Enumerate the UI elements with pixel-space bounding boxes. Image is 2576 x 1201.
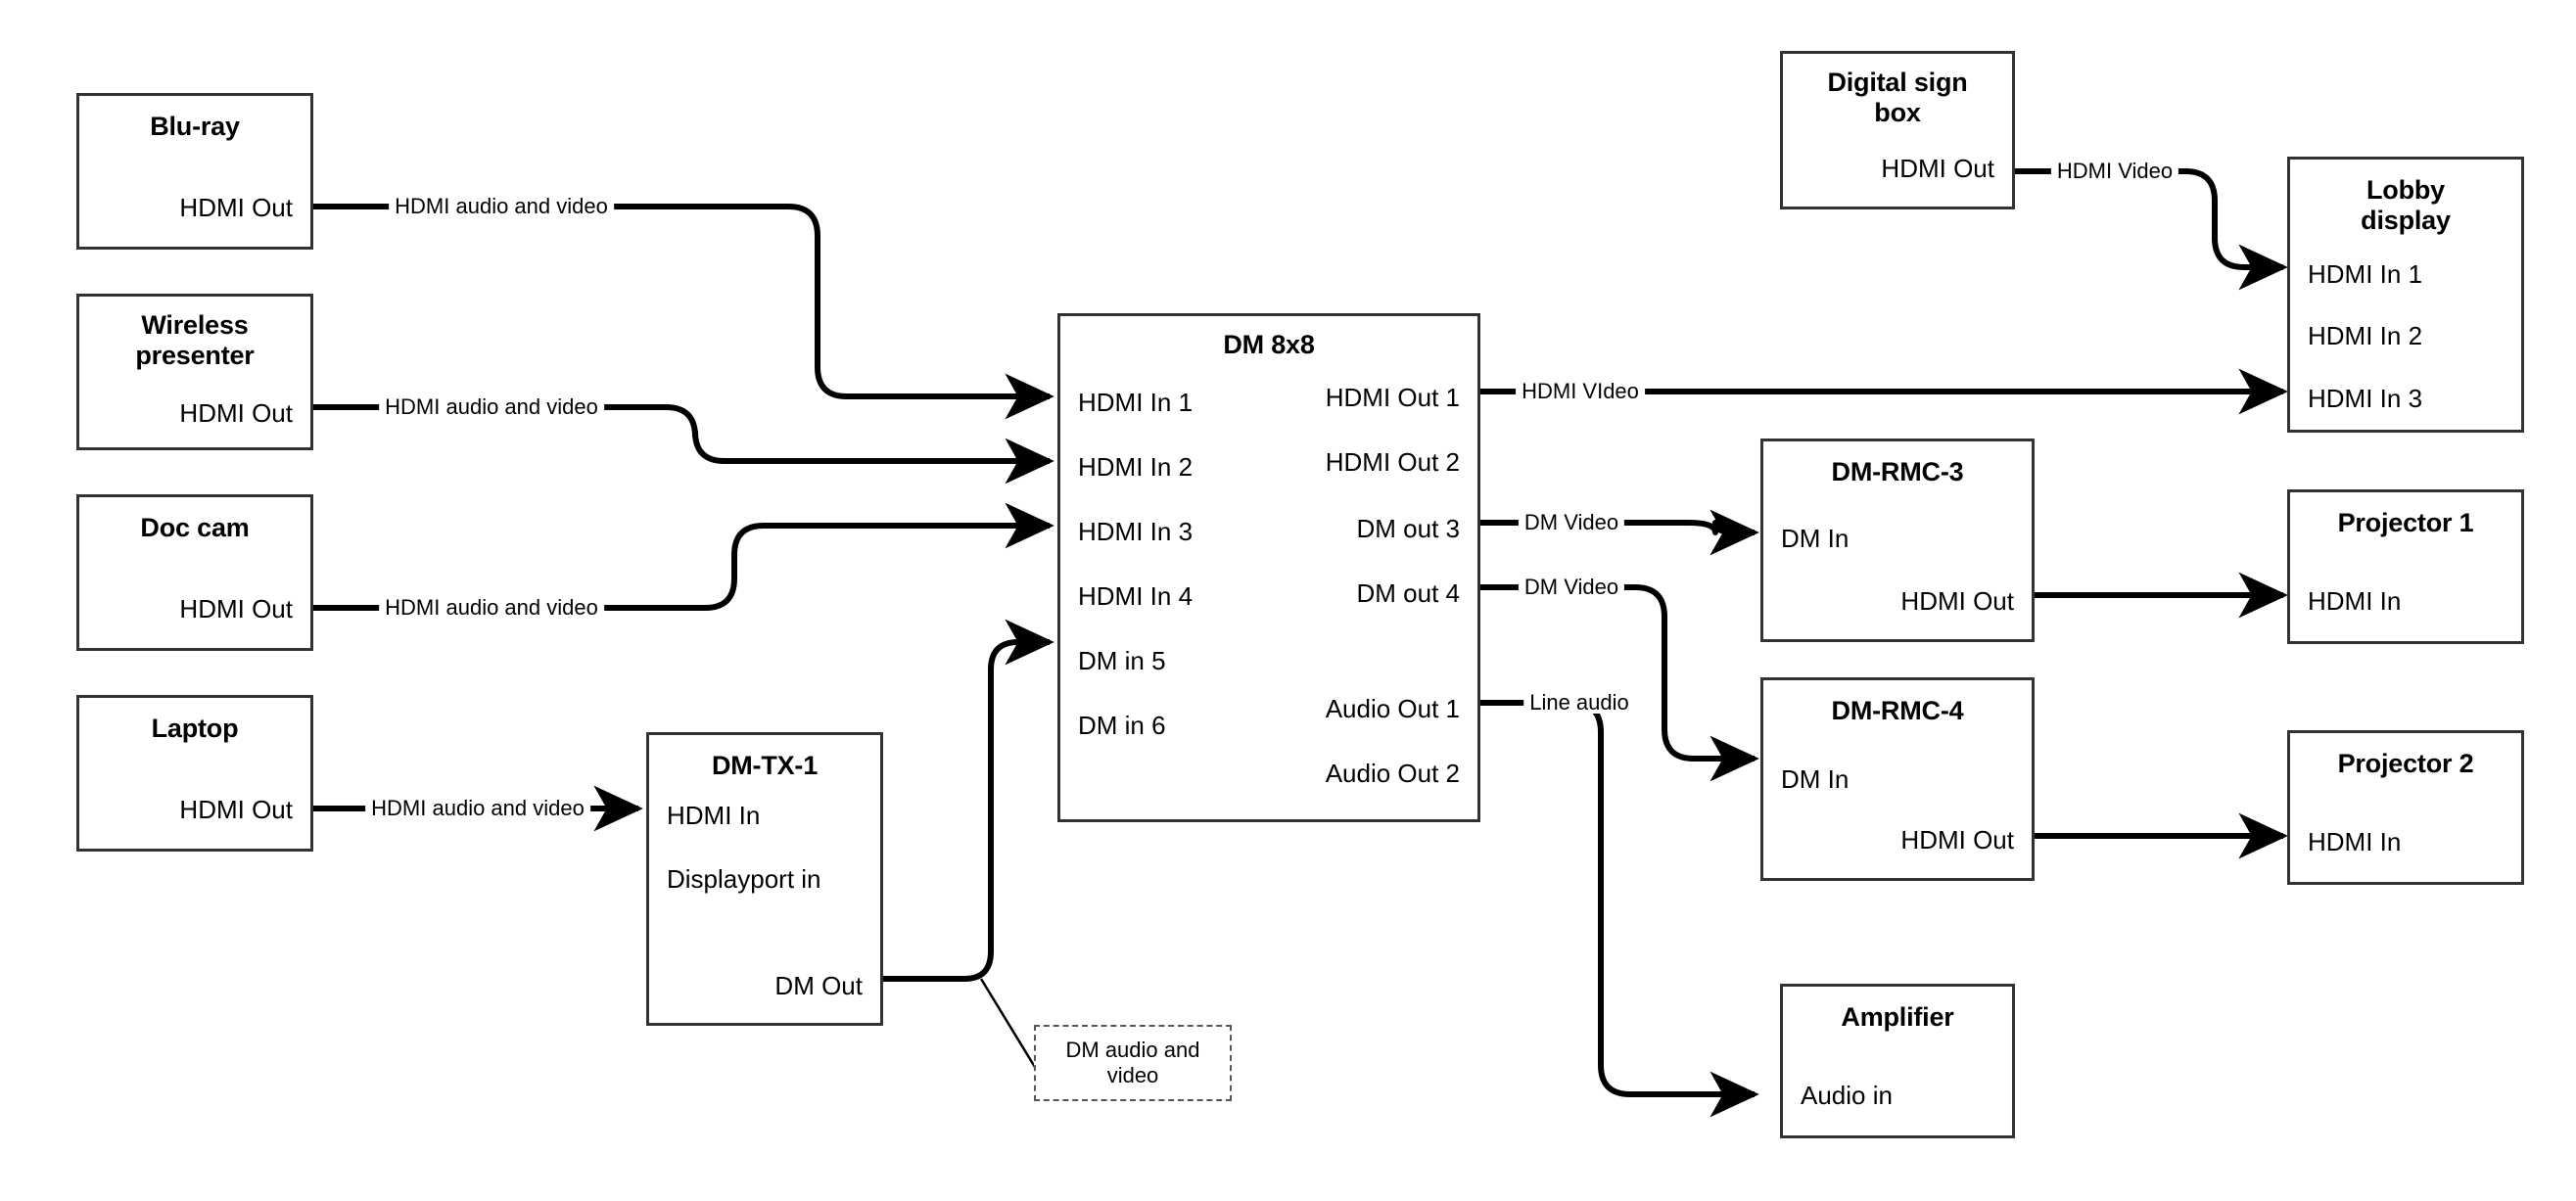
node-dm-rmc-4-title: DM-RMC-4 (1831, 696, 1964, 725)
port-dm8x8-hdmi-out-2[interactable]: HDMI Out 2 (1325, 447, 1460, 477)
port-dm8x8-audio-out-1[interactable]: Audio Out 1 (1325, 694, 1460, 723)
node-amplifier-title: Amplifier (1841, 1002, 1954, 1032)
port-doccam-hdmi-out[interactable]: HDMI Out (179, 594, 293, 624)
node-lobby-display[interactable]: Lobby display HDMI In 1 HDMI In 2 HDMI I… (2287, 157, 2524, 433)
edge-label-laptop: HDMI audio and video (365, 798, 590, 819)
edge-label-doccam: HDMI audio and video (379, 597, 604, 619)
port-projector2-hdmi-in[interactable]: HDMI In (2308, 827, 2402, 856)
node-laptop[interactable]: Laptop HDMI Out (76, 695, 313, 852)
port-projector1-hdmi-in[interactable]: HDMI In (2308, 586, 2402, 616)
port-digitalsign-hdmi-out[interactable]: HDMI Out (1881, 154, 1994, 183)
node-wireless-presenter[interactable]: Wireless presenter HDMI Out (76, 294, 313, 450)
node-projector-1[interactable]: Projector 1 HDMI In (2287, 489, 2524, 644)
node-dm-rmc-4[interactable]: DM-RMC-4 DM In HDMI Out (1760, 677, 2035, 881)
node-projector-2[interactable]: Projector 2 HDMI In (2287, 730, 2524, 885)
port-dm8x8-hdmi-out-1[interactable]: HDMI Out 1 (1325, 383, 1460, 412)
node-amplifier[interactable]: Amplifier Audio in (1780, 984, 2015, 1138)
port-bluray-hdmi-out[interactable]: HDMI Out (179, 193, 293, 222)
port-dm8x8-hdmi-in-4[interactable]: HDMI In 4 (1078, 581, 1194, 611)
port-dm8x8-dm-out-3[interactable]: DM out 3 (1356, 514, 1461, 543)
node-dm-rmc-3-title: DM-RMC-3 (1831, 457, 1964, 486)
wire-dm8x8-audio-to-amplifier (1480, 700, 1759, 1118)
port-dmtx1-hdmi-in[interactable]: HDMI In (667, 801, 761, 830)
port-dm8x8-dm-in-5[interactable]: DM in 5 (1078, 646, 1166, 675)
edge-label-line-audio: Line audio (1523, 692, 1635, 714)
port-dmrmc4-dm-in[interactable]: DM In (1781, 764, 1850, 794)
port-dmrmc3-dm-in[interactable]: DM In (1781, 524, 1850, 553)
node-lobby-display-title: Lobby display (2361, 175, 2451, 236)
callout-dm-audio-and-video: DM audio and video (1034, 1025, 1232, 1101)
node-digital-sign-box[interactable]: Digital sign box HDMI Out (1780, 51, 2015, 209)
edge-label-dm-video-4: DM Video (1518, 577, 1625, 598)
edge-label-sign-video: HDMI Video (2050, 161, 2179, 182)
node-bluray-title: Blu-ray (150, 112, 240, 141)
node-dm-tx-1[interactable]: DM-TX-1 HDMI In Displayport in DM Out (646, 732, 883, 1026)
port-dm8x8-hdmi-in-3[interactable]: HDMI In 3 (1078, 517, 1194, 546)
port-dm8x8-audio-out-2[interactable]: Audio Out 2 (1325, 759, 1460, 788)
port-dm8x8-hdmi-in-2[interactable]: HDMI In 2 (1078, 452, 1194, 482)
node-projector-2-title: Projector 2 (2337, 749, 2474, 778)
port-dm8x8-hdmi-in-1[interactable]: HDMI In 1 (1078, 388, 1194, 417)
edge-label-hdmi-video: HDMI VIdeo (1516, 381, 1645, 402)
node-dm-rmc-3[interactable]: DM-RMC-3 DM In HDMI Out (1760, 439, 2035, 642)
edge-label-bluray: HDMI audio and video (389, 196, 614, 217)
node-bluray[interactable]: Blu-ray HDMI Out (76, 93, 313, 250)
port-dmtx1-displayport-in[interactable]: Displayport in (667, 864, 821, 894)
port-lobby-hdmi-in-3[interactable]: HDMI In 3 (2308, 384, 2423, 413)
node-dm-tx-1-title: DM-TX-1 (711, 751, 819, 780)
wire-bluray-to-dm8x8 (313, 204, 1054, 420)
node-doc-cam[interactable]: Doc cam HDMI Out (76, 494, 313, 651)
port-amplifier-audio-in[interactable]: Audio in (1801, 1081, 1893, 1110)
port-lobby-hdmi-in-1[interactable]: HDMI In 1 (2308, 259, 2423, 289)
node-dm-8x8-title: DM 8x8 (1223, 330, 1315, 359)
node-laptop-title: Laptop (151, 714, 239, 743)
port-wireless-hdmi-out[interactable]: HDMI Out (179, 398, 293, 428)
node-doc-cam-title: Doc cam (140, 513, 250, 542)
port-laptop-hdmi-out[interactable]: HDMI Out (179, 795, 293, 824)
node-dm-8x8[interactable]: DM 8x8 HDMI In 1 HDMI In 2 HDMI In 3 HDM… (1057, 313, 1480, 822)
port-dmtx1-dm-out[interactable]: DM Out (774, 971, 863, 1000)
node-wireless-presenter-title: Wireless presenter (135, 310, 255, 371)
node-digital-sign-box-title: Digital sign box (1827, 68, 1968, 128)
wire-dm8x8-out4-to-dmrmc4 (1480, 584, 1759, 782)
port-dmrmc3-hdmi-out[interactable]: HDMI Out (1900, 586, 2014, 616)
wire-callout-leader (979, 978, 1043, 1078)
wire-digitalsign-to-lobby (2014, 168, 2288, 291)
port-lobby-hdmi-in-2[interactable]: HDMI In 2 (2308, 321, 2423, 350)
port-dm8x8-dm-in-6[interactable]: DM in 6 (1078, 711, 1166, 740)
port-dmrmc4-hdmi-out[interactable]: HDMI Out (1900, 825, 2014, 855)
wire-dmtx1-to-dm8x8 (883, 619, 1054, 982)
edge-label-dm-video-3: DM Video (1518, 512, 1625, 533)
node-projector-1-title: Projector 1 (2337, 508, 2474, 537)
port-dm8x8-dm-out-4[interactable]: DM out 4 (1356, 578, 1461, 608)
edge-label-wireless: HDMI audio and video (379, 396, 604, 418)
